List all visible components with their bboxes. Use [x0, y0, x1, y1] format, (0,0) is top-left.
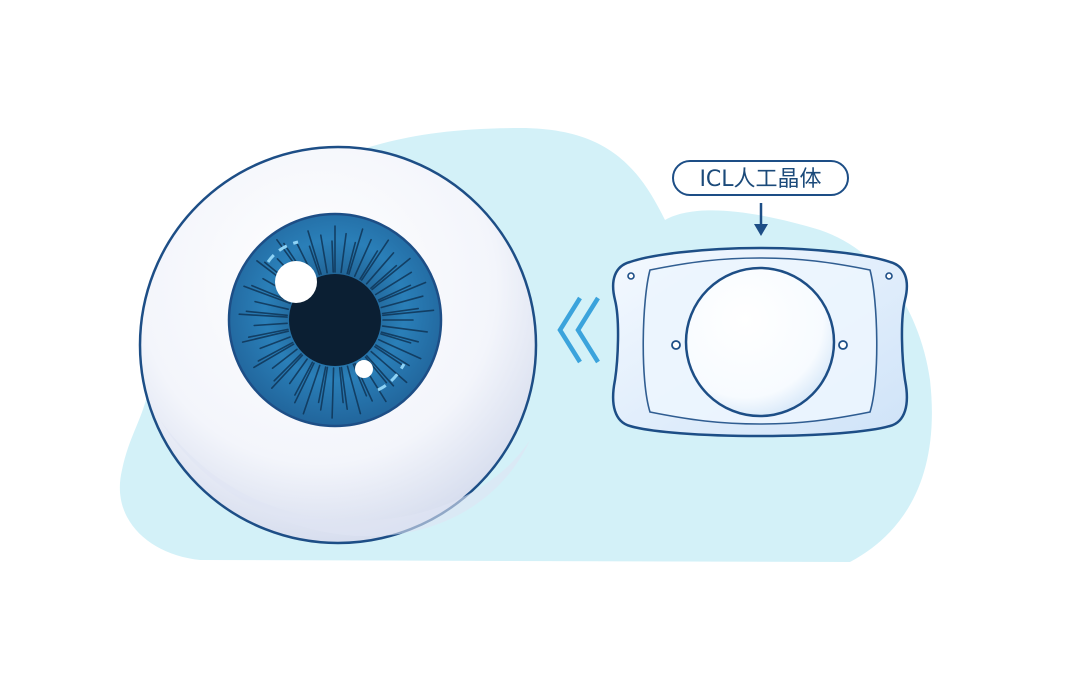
iris-fiber	[270, 354, 304, 390]
lens-hole-left	[671, 340, 681, 350]
double-chevron-left-icon	[557, 296, 600, 364]
iris-fiber	[348, 228, 364, 275]
icl-label-text: ICL人工晶体	[699, 167, 821, 192]
iris-fiber	[359, 250, 379, 280]
iris-fiber	[253, 322, 288, 327]
iris-fiber	[308, 245, 321, 276]
iris-fiber	[317, 366, 327, 404]
iris-fiber	[247, 328, 289, 339]
iris-fiber	[378, 281, 427, 303]
iris-fiber	[346, 241, 357, 275]
iris-fiber	[331, 240, 335, 273]
iris-fiber	[241, 330, 290, 343]
iris-fiber	[377, 284, 412, 301]
iris-fiber	[353, 238, 372, 278]
arrow-down-icon	[754, 203, 768, 236]
eye-reflection-large	[275, 261, 317, 303]
iris-fiber	[243, 285, 291, 305]
iris-fiber	[340, 366, 349, 411]
iris-fiber	[245, 310, 289, 317]
iris-fiber	[380, 333, 412, 344]
iris-fiber	[346, 365, 362, 415]
iris-fiber	[294, 361, 314, 396]
eye-reflection-small	[355, 360, 373, 378]
iris-fiber	[273, 353, 302, 382]
lens-optic	[684, 266, 836, 418]
iris-fiber	[381, 325, 429, 333]
lens-corner-hole-tr	[885, 272, 893, 280]
iris-fiber	[257, 341, 294, 362]
iris-fiber	[371, 257, 411, 291]
pupil	[289, 274, 381, 366]
iris-fiber	[375, 344, 410, 367]
iris-fiber	[381, 307, 420, 315]
iris-fiber	[254, 300, 290, 311]
iris-fiber	[319, 234, 328, 274]
iris-fiber	[293, 362, 315, 404]
iris-fiber	[374, 271, 413, 296]
iris-fiber	[307, 230, 322, 275]
iris-fiber	[259, 336, 291, 350]
iris-fiber	[302, 364, 321, 415]
icl-label: ICL人工晶体	[672, 160, 849, 196]
iris-fiber	[365, 252, 395, 285]
iris-fiber	[338, 366, 344, 404]
lens-corner-hole-tl	[627, 272, 635, 280]
iris-fiber	[319, 366, 329, 411]
iris-fiber	[374, 345, 403, 366]
iris-fiber	[288, 358, 308, 385]
iris-fiber	[370, 350, 408, 384]
iris-fiber	[370, 264, 398, 290]
iris-fiber	[381, 309, 435, 317]
lens-hole-right	[838, 340, 848, 350]
iris-fiber	[365, 355, 395, 387]
iris-fiber	[380, 331, 420, 343]
icl-label-pill	[672, 160, 849, 196]
iris-fiber	[238, 313, 288, 318]
iris-fiber	[331, 367, 335, 419]
iris-fiber	[380, 295, 424, 309]
iris-fiber	[340, 232, 347, 274]
iris-fiber	[360, 239, 390, 281]
iris-fiber	[253, 343, 295, 369]
iris-fiber	[271, 348, 298, 370]
iris-fiber	[364, 356, 388, 384]
iris-fiber	[377, 338, 422, 360]
icl-lens	[611, 246, 909, 438]
